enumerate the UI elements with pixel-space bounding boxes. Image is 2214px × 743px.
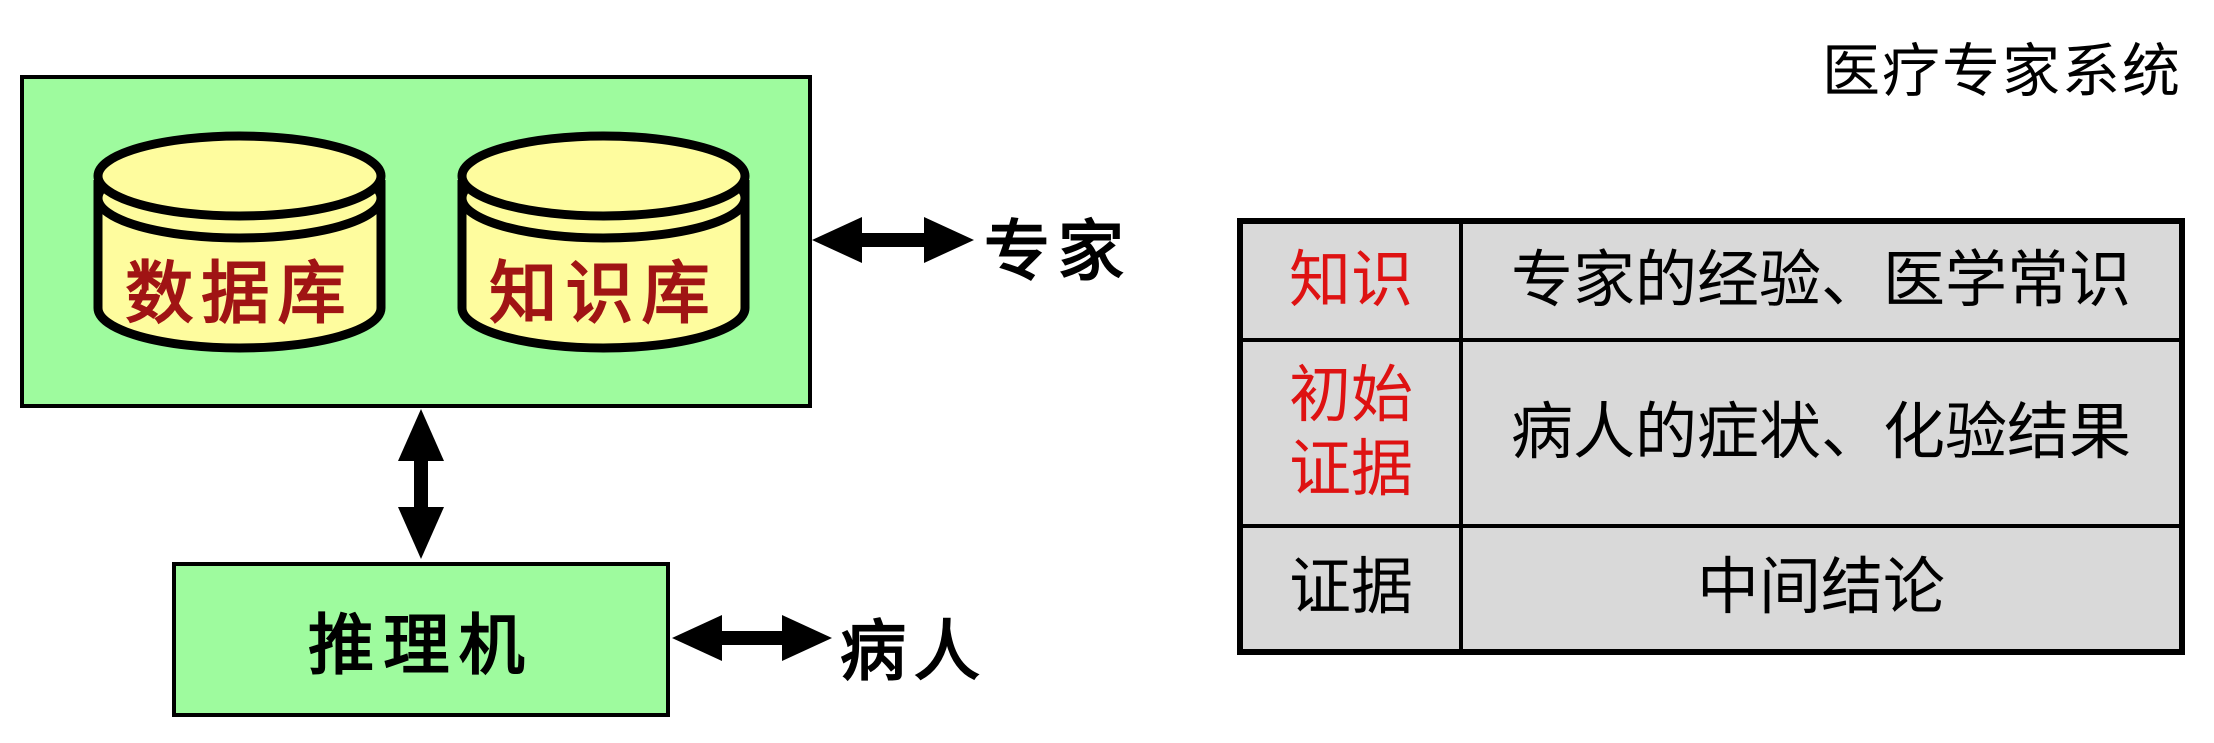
table-def-knowledge: 专家的经验、医学常识	[1463, 224, 2179, 342]
inference-engine-box: 推理机	[172, 562, 670, 717]
inference-engine-label: 推理机	[308, 609, 534, 683]
database-label: 数据库	[125, 256, 354, 332]
patient-label: 病人	[840, 616, 988, 689]
knowledge-base-label: 知识库	[489, 256, 718, 332]
legend-table: 知识 专家的经验、医学常识 初始 证据 病人的症状、化验结果 证据 中间结论	[1237, 218, 2185, 655]
table-term-knowledge: 知识	[1243, 224, 1463, 342]
page-title: 医疗专家系统	[1822, 39, 2183, 104]
table-term-initial-evidence: 初始 证据	[1243, 342, 1463, 528]
table-def-initial-evidence: 病人的症状、化验结果	[1463, 342, 2179, 528]
table-def-evidence: 中间结论	[1696, 554, 1945, 623]
database-cylinder: 数据库	[93, 130, 386, 358]
table-term-initial-evidence-line2: 证据	[1288, 436, 1413, 504]
storage-engine-double-arrow-icon	[398, 409, 444, 559]
expert-label: 专家	[984, 216, 1132, 289]
table-term-evidence: 证据	[1243, 528, 1463, 649]
engine-patient-double-arrow-icon	[672, 615, 832, 661]
knowledge-base-cylinder: 知识库	[457, 130, 750, 358]
storage-expert-double-arrow-icon	[812, 217, 974, 263]
cylinder-shape-icon	[457, 131, 750, 353]
cylinder-shape-icon	[93, 131, 386, 353]
table-term-initial-evidence-line1: 初始	[1288, 361, 1413, 430]
